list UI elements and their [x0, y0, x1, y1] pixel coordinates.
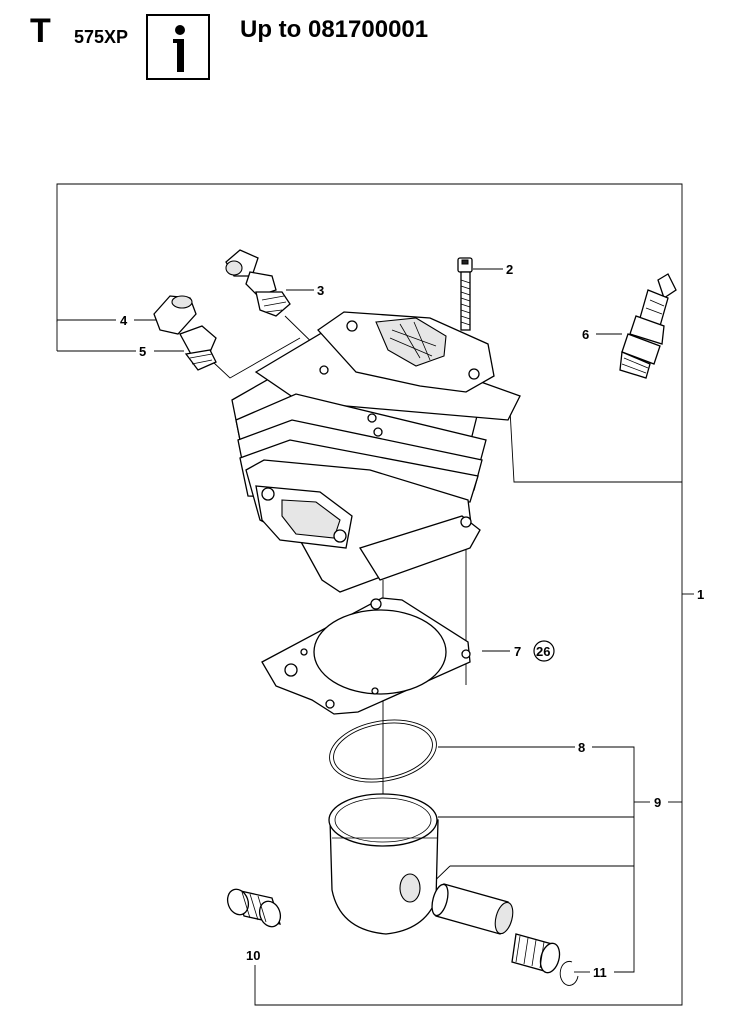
info-i-glyph	[173, 25, 185, 72]
callout-3: 3	[317, 283, 324, 298]
callout-7-ref-circle	[533, 640, 555, 662]
piston	[328, 793, 439, 935]
piston-pin	[431, 883, 514, 935]
callouts: 1 2 3 4 5 6 7 26 8 9 10 11	[120, 262, 704, 980]
callout-10: 10	[246, 948, 260, 963]
info-icon	[146, 14, 210, 80]
decompression-valve-lower	[153, 295, 217, 371]
callout-8: 8	[578, 740, 585, 755]
spark-plug	[619, 273, 677, 379]
needle-bearing-small-end	[511, 933, 561, 974]
cylinder-base-gasket	[261, 597, 471, 715]
callout-1: 1	[697, 587, 704, 602]
callout-6: 6	[582, 327, 589, 342]
callout-9: 9	[654, 795, 661, 810]
needle-bearing	[226, 888, 282, 928]
cylinder-bolt	[457, 257, 473, 331]
callout-7: 7	[514, 644, 521, 659]
callout-2: 2	[506, 262, 513, 277]
callout-5: 5	[139, 344, 146, 359]
decompression-valve-upper	[225, 249, 291, 317]
callout-11: 11	[593, 965, 607, 980]
piston-ring	[329, 719, 437, 783]
section-letter: T	[30, 12, 51, 50]
callout-4: 4	[120, 313, 128, 328]
page-title: Up to 081700001	[240, 16, 429, 43]
cylinder-body	[231, 311, 521, 593]
circlip	[559, 960, 579, 986]
callout-7-ref: 26	[536, 644, 550, 659]
model-name: 575XP	[74, 27, 129, 47]
